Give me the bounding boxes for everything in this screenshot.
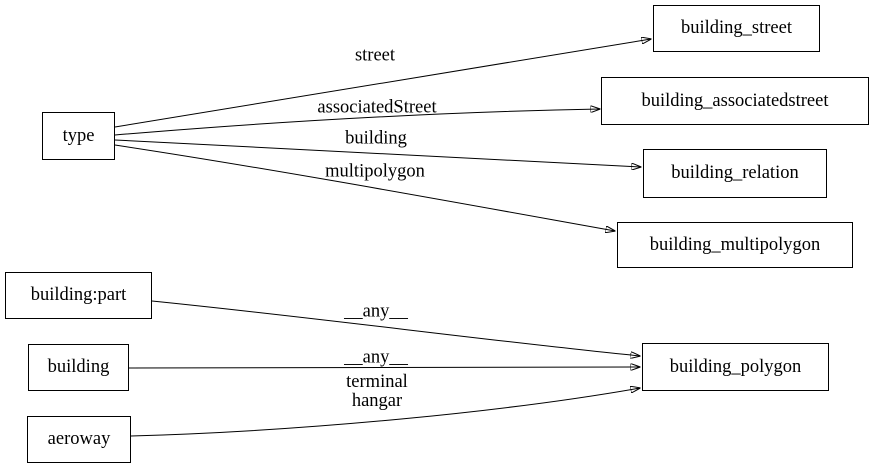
node-building-associatedstreet: building_associatedstreet xyxy=(601,77,869,125)
edge-label-multipolygon: multipolygon xyxy=(325,161,425,182)
edge-label-any-building: __any__ xyxy=(344,347,408,368)
node-type: type xyxy=(42,112,115,160)
edge-label-building: building xyxy=(345,128,407,149)
edge-label-terminal-hangar: terminal hangar xyxy=(346,371,408,411)
node-building-part: building:part xyxy=(5,272,152,319)
edge-label-any-building-part: __any__ xyxy=(344,301,408,322)
edge-building_part-building_polygon xyxy=(151,300,640,356)
edge-label-associatedstreet: associatedStreet xyxy=(317,97,437,118)
node-building-relation: building_relation xyxy=(643,149,827,198)
node-building: building xyxy=(28,344,129,391)
edge-label-street: street xyxy=(354,45,396,66)
edge-aeroway-building_polygon xyxy=(130,388,640,437)
edge-building-building_polygon xyxy=(128,367,640,368)
node-aeroway: aeroway xyxy=(27,416,131,463)
node-building-multipolygon: building_multipolygon xyxy=(617,222,853,268)
node-building-street: building_street xyxy=(653,5,820,52)
node-building-polygon: building_polygon xyxy=(642,343,829,391)
edge-type-building_associatedstreet xyxy=(114,109,600,136)
edge-type-building_multipolygon xyxy=(114,144,615,231)
